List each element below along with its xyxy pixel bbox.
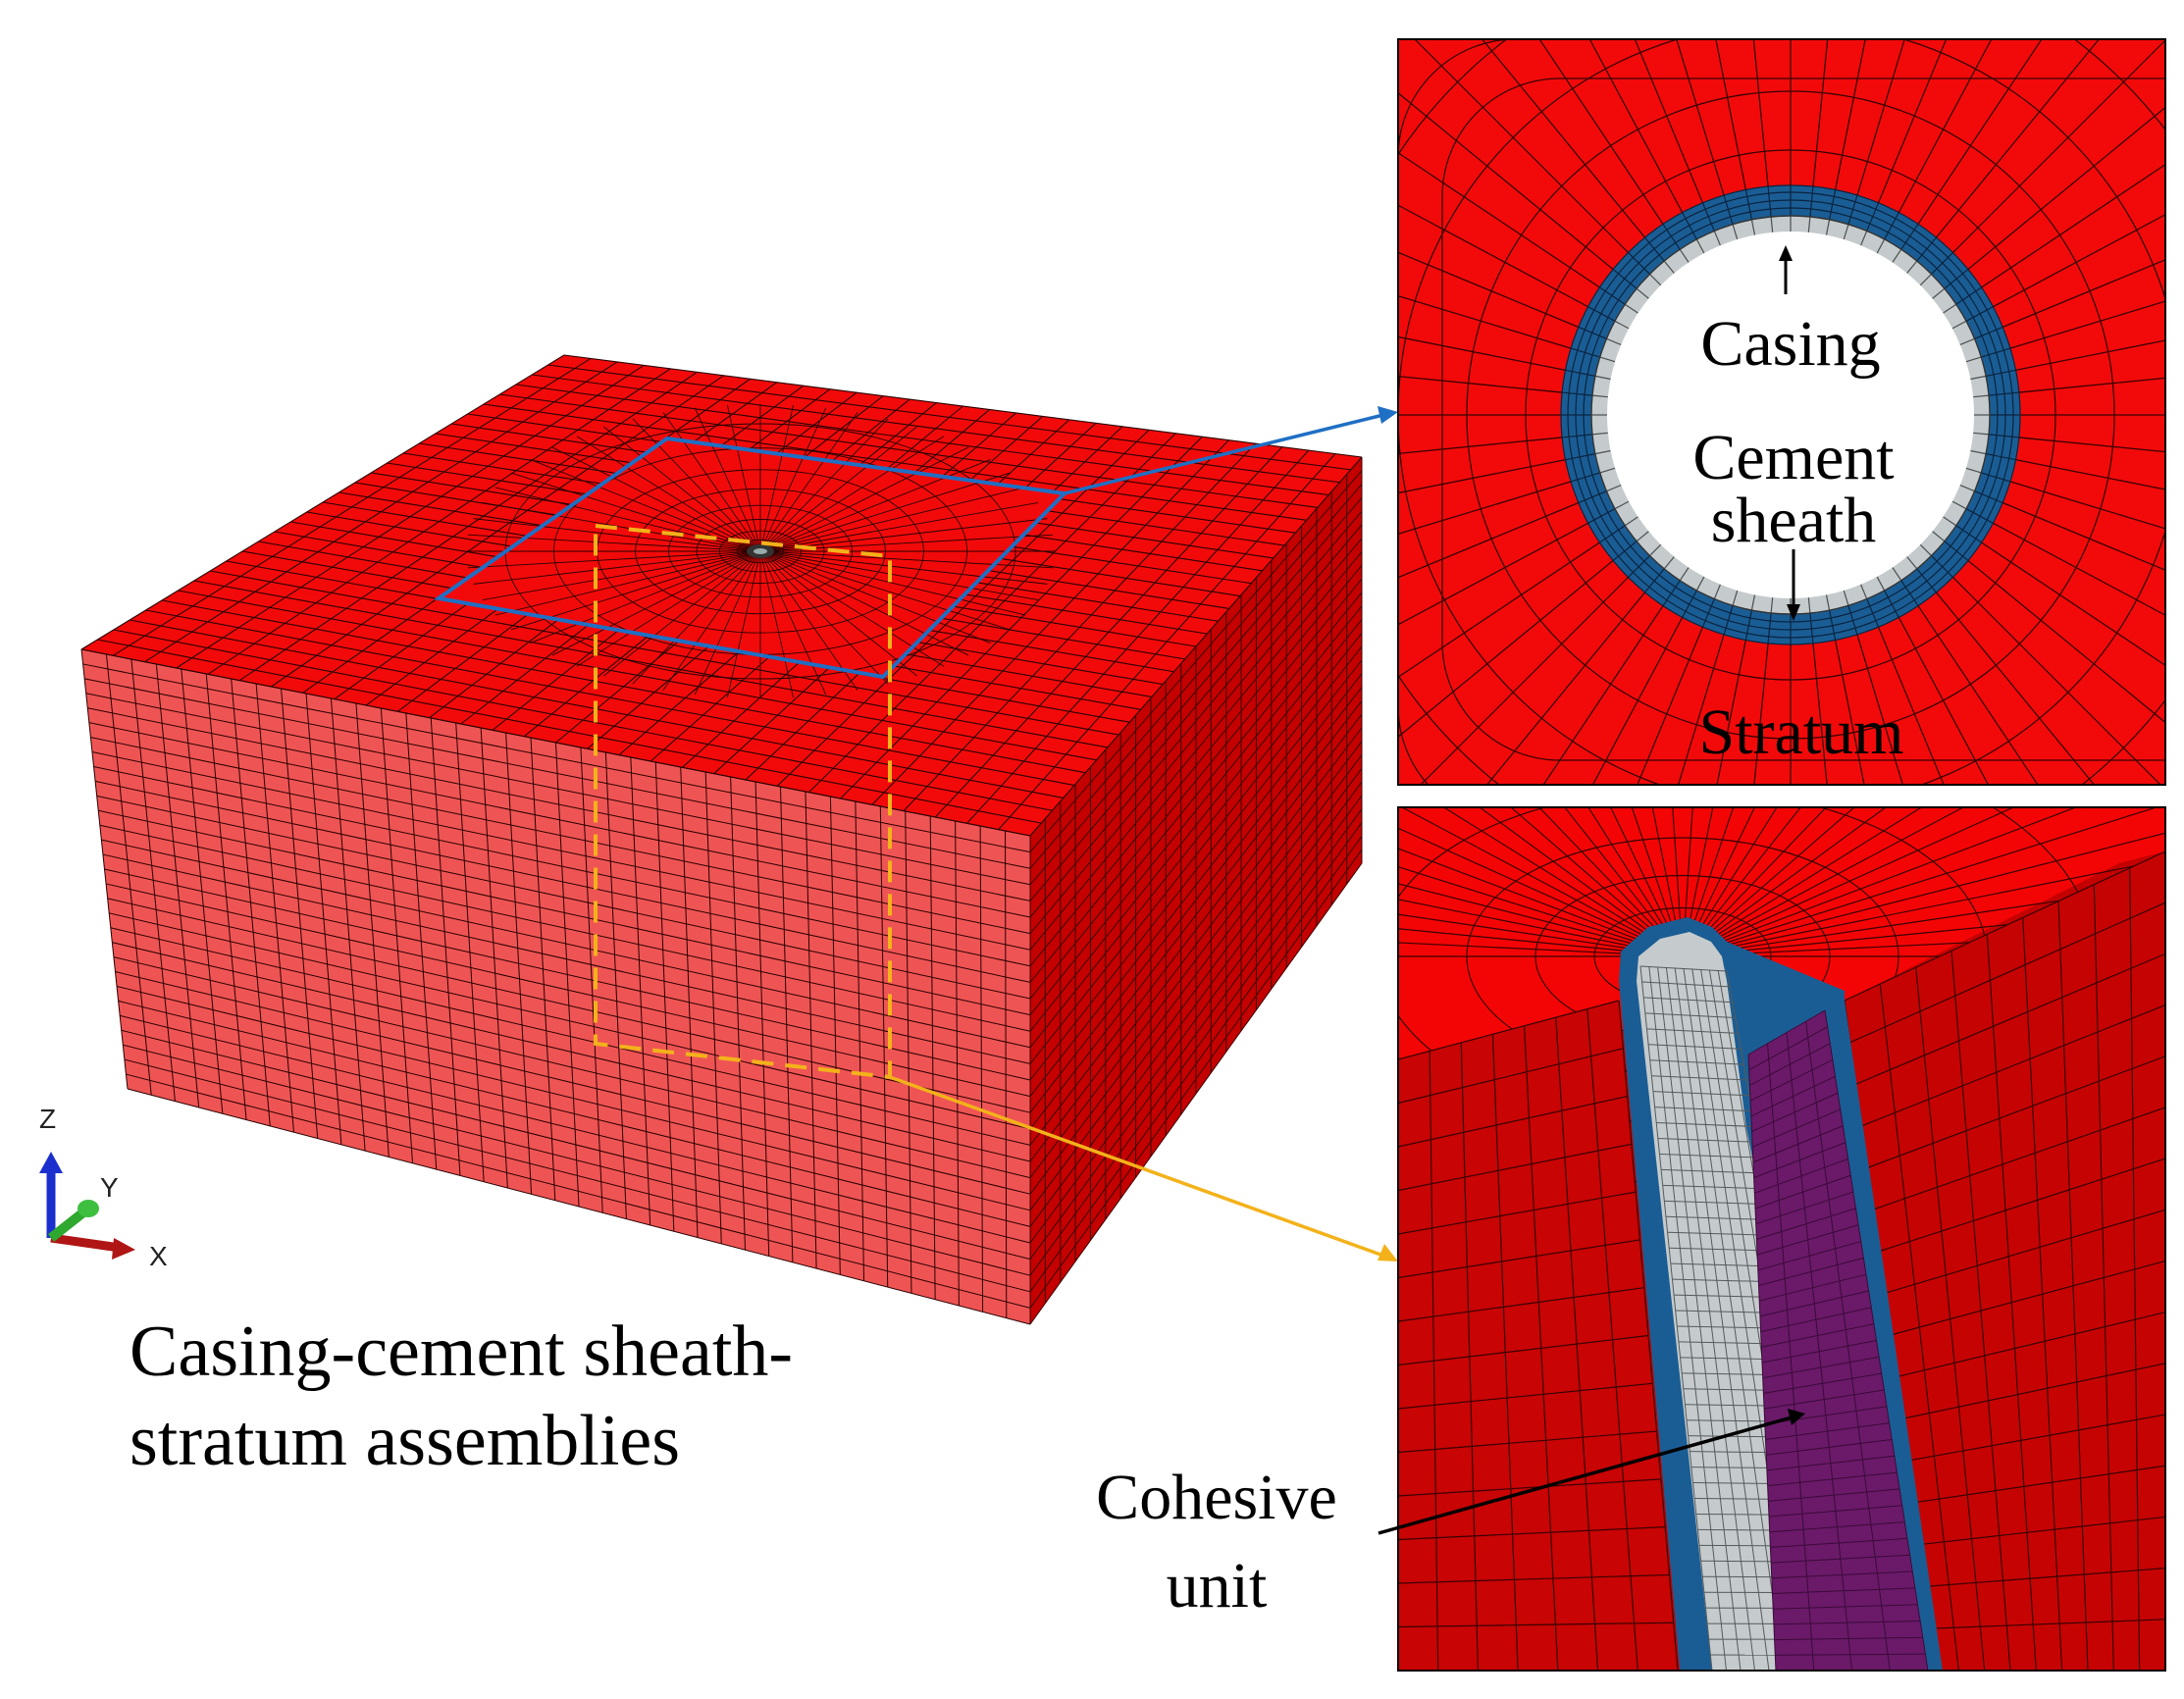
axes-triad: Z Y X bbox=[39, 1104, 168, 1271]
caption-line2: stratum assemblies bbox=[130, 1401, 680, 1481]
cohesive-unit-strip bbox=[1748, 1010, 1928, 1671]
cut-face-mesh bbox=[1398, 850, 2165, 1671]
blue-detail-frame bbox=[433, 436, 1069, 680]
cut-stratum-left-face bbox=[1398, 1001, 1678, 1671]
casing-label: Casing bbox=[1700, 308, 1880, 380]
cohesive-mesh bbox=[1747, 1009, 1929, 1671]
y-axis-label: Y bbox=[100, 1172, 119, 1203]
inset-border-top bbox=[1397, 38, 2166, 786]
cement-label-line2: sheath bbox=[1711, 485, 1877, 556]
x-axis-icon bbox=[50, 1233, 121, 1253]
cut-view-inset: Cohesive unit bbox=[1096, 806, 2166, 1672]
stratum-radial-mesh bbox=[1398, 39, 2165, 785]
cohesive-label-line2: unit bbox=[1167, 1550, 1268, 1622]
cohesive-arrow bbox=[1378, 1409, 1805, 1535]
yellow-connector-arrow bbox=[889, 1075, 1398, 1261]
cut-stratum-top bbox=[1398, 807, 2165, 1059]
cohesive-label-line1: Cohesive bbox=[1096, 1462, 1337, 1533]
y-axis-icon bbox=[47, 1200, 99, 1242]
caption-line1: Casing-cement sheath- bbox=[130, 1312, 793, 1392]
stratum-label: Stratum bbox=[1699, 696, 1904, 768]
block-mesh bbox=[80, 354, 1363, 1325]
cross-section-inset: Casing Cement sheath Stratum bbox=[1397, 38, 2166, 786]
cement-label-line1: Cement bbox=[1692, 422, 1894, 493]
blue-connector-arrow bbox=[1064, 406, 1398, 495]
z-axis-label: Z bbox=[39, 1104, 56, 1134]
wellbore-hole bbox=[1607, 232, 1974, 598]
cement-arrow bbox=[1787, 549, 1800, 621]
x-axis-label: X bbox=[149, 1241, 168, 1271]
casing-arrow bbox=[1779, 245, 1793, 294]
inset-border-bottom bbox=[1397, 806, 2166, 1672]
wellbore-marker bbox=[747, 544, 774, 558]
